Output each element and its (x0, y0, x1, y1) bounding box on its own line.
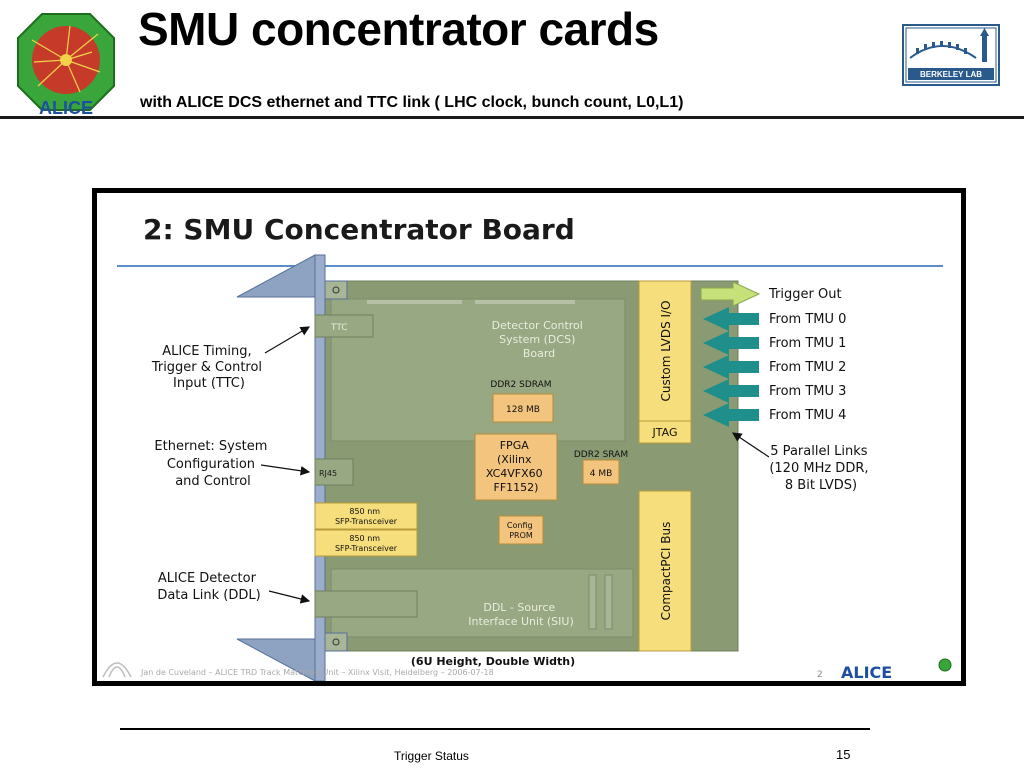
header-rule (0, 116, 1024, 119)
trigger-out-arrow (700, 281, 761, 307)
svg-text:850 nm SFP-Transceiver: 850 nm SFP-Transceiver (335, 507, 398, 526)
top-bracket-wedge (236, 254, 316, 298)
inner-alice-mark: ALICE (841, 663, 892, 681)
ddl-siu-label: DDL - Source Interface Unit (SIU) (468, 601, 574, 628)
svg-text:Config PROM: Config PROM (507, 521, 535, 540)
custom-lvds-io (638, 280, 692, 422)
sfp-transceiver-1 (314, 502, 418, 530)
tmu-2-arrow (703, 355, 759, 379)
alice-logo: ALICE (17, 13, 115, 118)
footer-title: Trigger Status (394, 749, 469, 763)
config-prom (498, 515, 544, 545)
page-number: 15 (836, 747, 851, 762)
svg-text:DDR2 SDRAM: DDR2 SDRAM (490, 380, 551, 390)
fpga-chip (474, 433, 558, 501)
embedded-slide: 2: SMU Concentrator Board TTC RJ45 Detec… (97, 193, 961, 681)
slide-title: SMU concentrator cards (138, 3, 659, 55)
svg-text:DDR2 SRAM: DDR2 SRAM (574, 450, 628, 460)
ddl-connector (314, 590, 418, 618)
ttc-connector (314, 314, 374, 338)
svg-text:From TMU 1: From TMU 1 (769, 336, 846, 351)
svg-text:Trigger Out: Trigger Out (768, 287, 842, 302)
dcs-label: Detector Control System (DCS) Board (492, 319, 587, 360)
height-note: (6U Height, Double Width) (411, 655, 575, 668)
svg-text:128 MB: 128 MB (506, 405, 540, 415)
credit-line: Jan de Cuveland – ALICE TRD Track Matchi… (140, 668, 494, 677)
berkeley-lab-logo: BERKELEY LAB (902, 24, 1000, 86)
inner-footer-logo (102, 662, 132, 678)
tmu-0-arrow (703, 307, 759, 331)
compactpci-label: CompactPCI Bus (659, 522, 673, 621)
jtag-box (638, 420, 692, 444)
svg-text:TTC: TTC (330, 323, 348, 333)
tmu-4-arrow (703, 403, 759, 427)
svg-text:BERKELEY LAB: BERKELEY LAB (920, 70, 982, 79)
sram-chip (582, 459, 620, 485)
rj45-connector (314, 458, 354, 486)
footer-rule (120, 728, 870, 730)
dcs-board (330, 298, 626, 442)
ttc-input-label: ALICE Timing, Trigger & Control Input (T… (151, 344, 266, 391)
svg-text:JTAG: JTAG (652, 426, 678, 439)
svg-text:RJ45: RJ45 (319, 469, 337, 478)
compactpci-bus (638, 490, 692, 652)
tmu-3-arrow (703, 379, 759, 403)
inner-slide-number: 2 (817, 670, 823, 680)
svg-text:From TMU 2: From TMU 2 (769, 360, 846, 375)
slide-subtitle: with ALICE DCS ethernet and TTC link ( L… (140, 94, 684, 111)
parallel-links-label: 5 Parallel Links (120 MHz DDR, 8 Bit LVD… (769, 444, 872, 493)
fpga-label: FPGA (Xilinx XC4VFX60 FF1152) (486, 439, 546, 494)
svg-text:From TMU 3: From TMU 3 (769, 384, 846, 399)
ddl-label: ALICE Detector Data Link (DDL) (157, 571, 260, 603)
ethernet-label: Ethernet: System Configuration and Contr… (154, 439, 271, 489)
inner-slide-title: 2: SMU Concentrator Board (143, 213, 575, 246)
sdram-chip (492, 393, 554, 423)
svg-text:From TMU 4: From TMU 4 (769, 408, 846, 423)
svg-text:From TMU 0: From TMU 0 (769, 312, 846, 327)
tmu-1-arrow (703, 331, 759, 355)
svg-text:850 nm SFP-Transceiver: 850 nm SFP-Transceiver (335, 534, 398, 553)
svg-text:ALICE: ALICE (39, 98, 93, 118)
blue-rule (117, 265, 943, 267)
svg-text:4 MB: 4 MB (590, 469, 613, 479)
sfp-transceiver-2 (314, 529, 418, 557)
custom-lvds-label: Custom LVDS I/O (659, 300, 673, 401)
smu-board-diagram: 2: SMU Concentrator Board TTC RJ45 Detec… (102, 213, 952, 681)
